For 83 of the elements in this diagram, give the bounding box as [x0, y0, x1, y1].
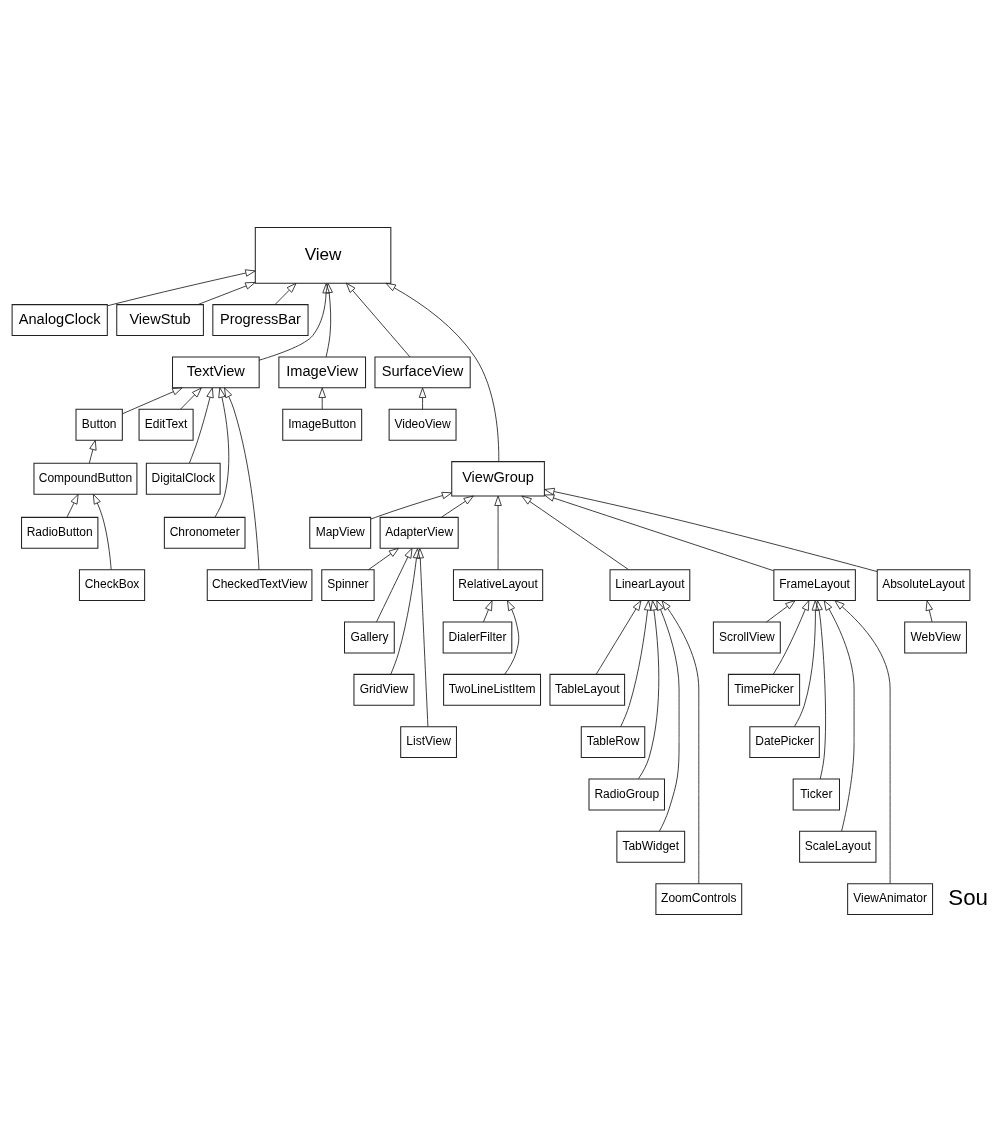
node-box: Button [75, 408, 123, 441]
node-box: FrameLayout [773, 569, 856, 602]
arrow [66, 493, 79, 518]
node-box: GridView [353, 673, 415, 706]
node-box: TimePicker [727, 673, 801, 706]
arrow [88, 439, 97, 464]
arrow [494, 495, 502, 570]
node-box: ViewStub [116, 304, 204, 337]
arrow [197, 282, 256, 305]
arrow [370, 491, 453, 520]
arrow [345, 282, 411, 358]
node-box: EditText [138, 408, 194, 441]
arrow [834, 600, 891, 885]
node-box: ViewGroup [451, 461, 545, 497]
arrow [638, 600, 660, 780]
node-box: Ticker [792, 778, 840, 811]
node-box: DialerFilter [442, 621, 513, 654]
arrow [661, 600, 700, 885]
arrow [416, 548, 429, 728]
node-box: LinearLayout [609, 569, 691, 602]
arrow [122, 387, 183, 415]
arrow [189, 387, 214, 464]
node-box: AnalogClock [11, 304, 108, 337]
node-box: WebView [904, 621, 967, 654]
node-box: View [254, 226, 392, 284]
arrow [544, 487, 878, 572]
node-box: ProgressBar [212, 304, 309, 337]
arrow [274, 282, 297, 305]
node-box: Gallery [344, 621, 395, 654]
node-box: TableRow [580, 726, 646, 759]
node-box: TextView [172, 356, 260, 389]
arrow [772, 600, 810, 675]
arrow [823, 600, 855, 832]
node-box: VideoView [388, 408, 457, 441]
arrow [483, 600, 493, 623]
arrow [595, 600, 642, 675]
node-box: CheckBox [78, 569, 146, 602]
arrow [258, 283, 330, 361]
node-box: CompoundButton [33, 462, 138, 495]
node-box: RadioGroup [588, 778, 665, 811]
node-box: AdapterView [379, 516, 459, 549]
node-box: AbsoluteLayout [876, 569, 971, 602]
node-box: RadioButton [21, 516, 99, 549]
arrow [214, 387, 230, 518]
node-box: ImageView [278, 356, 367, 389]
arrow [368, 547, 400, 571]
node-box: RelativeLayout [452, 569, 544, 602]
arrow [794, 600, 820, 727]
arrow [325, 282, 333, 358]
arrow [318, 387, 326, 410]
arrow [390, 548, 421, 675]
arrow [441, 495, 474, 518]
arrow [656, 600, 680, 832]
arrow [521, 495, 629, 570]
node-box: Chronometer [163, 516, 246, 549]
arrow [925, 600, 933, 623]
node-box: TwoLineListItem [443, 673, 542, 706]
arrow [504, 600, 520, 675]
node-box: SurfaceView [374, 356, 471, 389]
node-box: ZoomControls [655, 883, 743, 916]
node-box: DatePicker [749, 726, 820, 759]
arrow [766, 600, 796, 623]
arrow [376, 547, 413, 623]
arrow [92, 493, 112, 571]
node-box: ScaleLayout [799, 830, 877, 863]
node-box: ListView [400, 726, 457, 759]
node-box: CheckedTextView [206, 569, 313, 602]
arrow [107, 269, 256, 307]
arrow [224, 387, 260, 571]
node-box: TableLayout [549, 673, 626, 706]
node-box: ImageButton [282, 408, 363, 441]
node-box: ViewAnimator [847, 883, 934, 916]
label: Sou [948, 884, 989, 910]
node-box: Spinner [321, 569, 375, 602]
node-box: DigitalClock [145, 462, 221, 495]
arrow [620, 600, 652, 727]
node-box: MapView [309, 516, 372, 549]
node-box: TabWidget [616, 830, 686, 863]
node-box: ScrollView [712, 621, 781, 654]
arrow [544, 494, 774, 572]
arrow [815, 600, 826, 780]
arrow [180, 387, 202, 410]
arrow [418, 387, 427, 410]
